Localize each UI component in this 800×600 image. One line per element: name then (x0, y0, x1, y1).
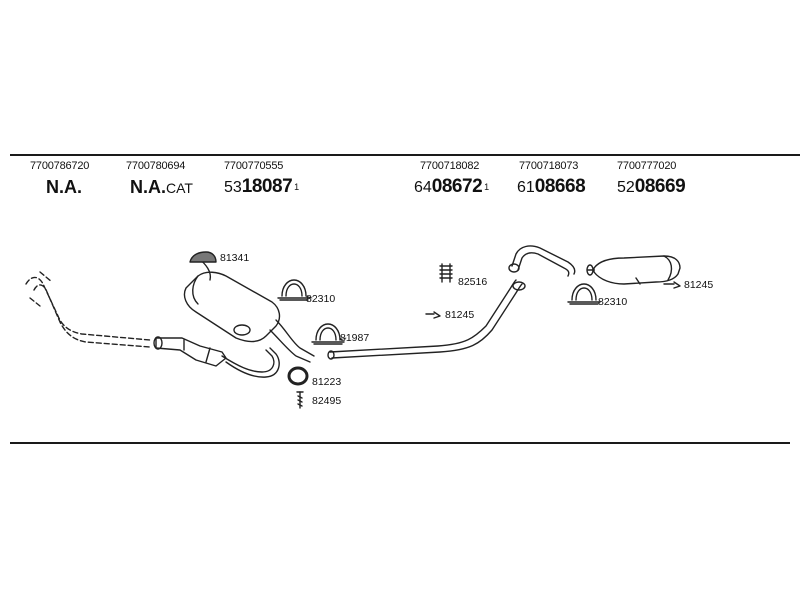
rear-pipe (508, 245, 576, 277)
part-prefix: 53 (224, 179, 242, 196)
callout-82495: 82495 (312, 395, 341, 407)
hanger-81341 (189, 251, 217, 263)
catalytic-converter (153, 336, 280, 378)
part-column-6: 7700777020 5208669 (617, 160, 687, 198)
part-code: 08672 (431, 176, 483, 197)
mount-81245-right (663, 281, 681, 289)
part-code: 18087 (241, 176, 293, 197)
part-column-5: 7700718073 6108668 (517, 160, 587, 198)
part-sup: 1 (294, 182, 300, 192)
callout-82310-right: 82310 (598, 296, 627, 308)
rear-silencer (586, 255, 681, 285)
front-pipe-dashed (25, 271, 151, 348)
leader-82310-left (305, 295, 313, 299)
clamp-82310-left (277, 279, 311, 301)
oe-number: 7700777020 (617, 160, 677, 172)
oe-number: 7700780694 (126, 160, 186, 172)
middle-pipe (327, 279, 526, 360)
top-rule (10, 154, 800, 156)
part-prefix: 61 (517, 179, 535, 196)
bolt-82495 (296, 391, 304, 409)
clamp-81987 (311, 323, 345, 345)
callout-82516: 82516 (458, 276, 487, 288)
oe-number: 7700786720 (30, 160, 90, 172)
bottom-rule (10, 442, 790, 444)
part-code: 08668 (534, 176, 586, 197)
part-code: N.A. (130, 177, 166, 197)
callout-81223: 81223 (312, 376, 341, 388)
part-sup: 1 (484, 182, 490, 192)
callout-82310-left: 82310 (306, 293, 335, 305)
part-column-2: 7700780694 N.A.CAT (126, 160, 193, 198)
mount-81245-middle (425, 311, 441, 319)
front-silencer (183, 257, 315, 363)
part-code: 08669 (634, 176, 686, 197)
oe-number: 7700770555 (224, 160, 284, 172)
clamp-82310-right (567, 283, 601, 305)
part-prefix: 64 (414, 179, 432, 196)
part-code-suffix: CAT (166, 180, 193, 196)
oe-number: 7700718073 (519, 160, 579, 172)
part-column-1: 7700786720 N.A. (30, 160, 89, 197)
gasket-81223 (287, 366, 309, 386)
part-prefix: 52 (617, 179, 635, 196)
callout-81245-right: 81245 (684, 279, 713, 291)
callout-81987: 81987 (340, 332, 369, 344)
oe-number: 7700718082 (420, 160, 480, 172)
callout-81341: 81341 (220, 252, 249, 264)
callout-81245-middle: 81245 (445, 309, 474, 321)
part-code: N.A. (46, 177, 82, 197)
clamp-82516 (439, 263, 453, 283)
leader-81987 (339, 337, 347, 341)
